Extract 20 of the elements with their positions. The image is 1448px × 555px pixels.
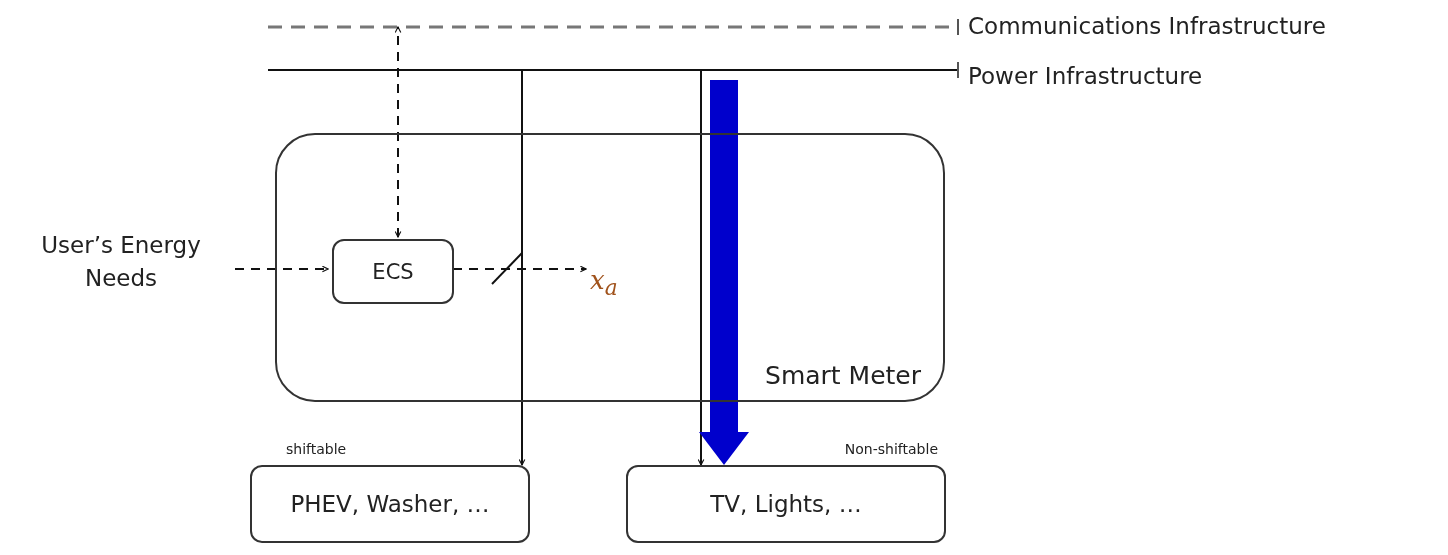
rounded-box [626, 465, 946, 543]
thick-arrow [699, 80, 749, 465]
box-label: TV, Lights, … [710, 491, 862, 517]
box-title: Smart Meter [765, 361, 921, 390]
category-label: Non-shiftable [844, 441, 938, 457]
rounded-box [332, 239, 454, 304]
bus-label: Communications Infrastructure [968, 12, 1326, 40]
output-variable: x$_{a}$ [590, 265, 618, 301]
arrow [697, 69, 705, 466]
rounded-box [250, 465, 530, 543]
box-label: ECS [372, 259, 414, 284]
box-label: PHEV, Washer, … [290, 491, 490, 517]
input-label: User’s Energy Needs [40, 231, 202, 293]
dashed-arrow [394, 26, 402, 238]
dashed-arrow [234, 265, 329, 273]
dashed-arrow [452, 265, 587, 273]
category-label: shiftable [286, 441, 347, 457]
smart-meter-box [275, 133, 945, 402]
bus-label: Power Infrastructure [968, 62, 1203, 90]
arrow [518, 69, 526, 466]
